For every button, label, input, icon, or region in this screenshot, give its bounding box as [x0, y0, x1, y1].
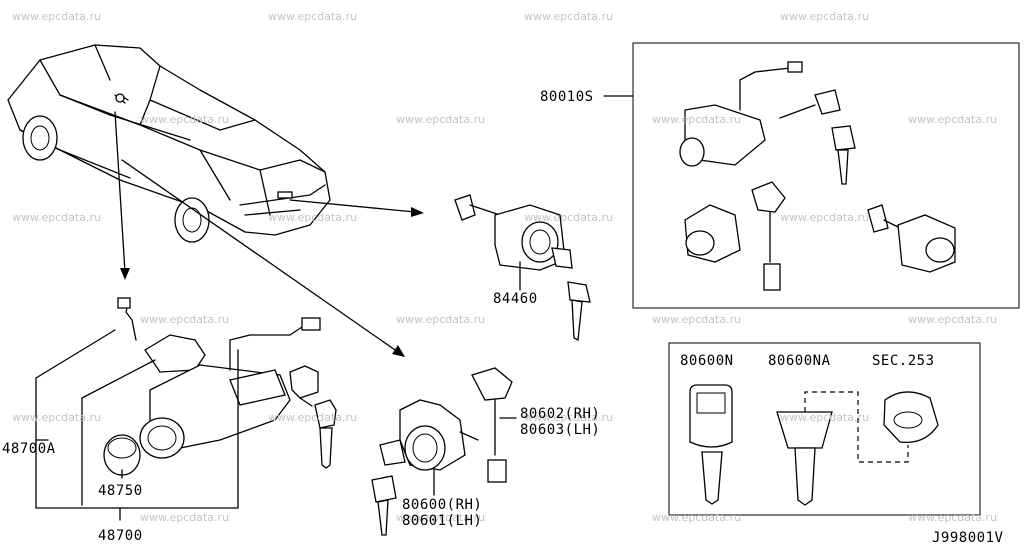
part-label-key-blank-n: 80600N: [680, 353, 734, 369]
watermark: www.epcdata.ru: [908, 511, 998, 524]
ignition-lock-drawing: [103, 297, 337, 476]
part-label-door-cylinder-lh: 80601(LH): [402, 513, 483, 529]
trunk-cylinder-drawing: [454, 194, 591, 342]
watermark: www.epcdata.ru: [12, 211, 102, 224]
watermark: www.epcdata.ru: [652, 511, 742, 524]
part-label-ignition-set: 48700A: [2, 441, 56, 457]
lock-set-box: [603, 42, 1020, 309]
watermark: www.epcdata.ru: [652, 113, 742, 126]
watermark: www.epcdata.ru: [908, 113, 998, 126]
part-label-lock-set: 80010S: [540, 89, 594, 105]
leader-lines: [35, 261, 521, 521]
watermark: www.epcdata.ru: [140, 313, 230, 326]
watermark: www.epcdata.ru: [140, 511, 230, 524]
watermark: www.epcdata.ru: [652, 313, 742, 326]
watermark: www.epcdata.ru: [12, 10, 102, 23]
part-label-door-rod-lh: 80603(LH): [520, 422, 601, 438]
watermark: www.epcdata.ru: [396, 113, 486, 126]
part-label-key-blank-na: 80600NA: [768, 353, 831, 369]
watermark: www.epcdata.ru: [780, 211, 870, 224]
part-label-ignition-knob: 48750: [98, 483, 143, 499]
watermark: www.epcdata.ru: [524, 10, 614, 23]
watermark: www.epcdata.ru: [780, 411, 870, 424]
watermark: www.epcdata.ru: [908, 313, 998, 326]
watermark: www.epcdata.ru: [524, 411, 614, 424]
watermark: www.epcdata.ru: [268, 10, 358, 23]
diagram-code: J998001V: [932, 530, 1004, 546]
watermark: www.epcdata.ru: [780, 10, 870, 23]
door-cylinder-drawing: [371, 367, 513, 536]
watermark: www.epcdata.ru: [268, 411, 358, 424]
part-label-section-ref: SEC.253: [872, 353, 935, 369]
part-label-ignition-lock: 48700: [98, 528, 143, 544]
watermark: www.epcdata.ru: [396, 511, 486, 524]
part-label-trunk-cylinder: 84460: [493, 291, 538, 307]
pointer-arrows: [114, 111, 424, 357]
part-label-door-rod-rh: 80602(RH): [520, 406, 601, 422]
watermark: www.epcdata.ru: [12, 411, 102, 424]
watermark: www.epcdata.ru: [524, 211, 614, 224]
part-label-door-cylinder-rh: 80600(RH): [402, 497, 483, 513]
key-box: [668, 342, 981, 516]
watermark: www.epcdata.ru: [396, 313, 486, 326]
watermark: www.epcdata.ru: [140, 113, 230, 126]
car-illustration: [7, 44, 331, 243]
watermark: www.epcdata.ru: [268, 211, 358, 224]
